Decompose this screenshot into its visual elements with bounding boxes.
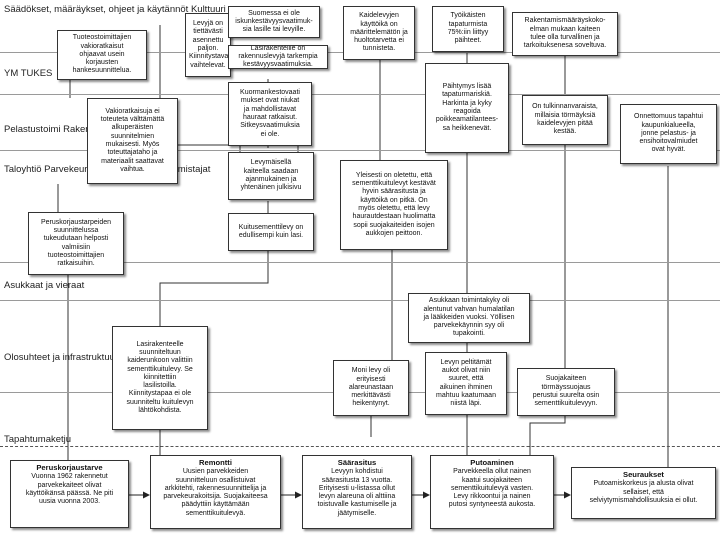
event-chain-divider (0, 446, 720, 447)
factor-box: Kuitusementtilevy on edullisempi kuin la… (228, 213, 314, 251)
connector (529, 416, 566, 455)
factor-box: Levyjä on tiettävästi asennettu paljon. … (185, 13, 231, 77)
factor-box: Rakentamismääräyskoko- elman mukaan kait… (512, 12, 618, 56)
factor-box: Päihtymys lisää tapaturmariskiä. Harkint… (425, 63, 509, 153)
lane-separator (0, 262, 720, 263)
lane-label-ym-tukes: YM TUKES (4, 68, 53, 79)
lane-separator (0, 150, 720, 151)
factor-box: Levyn peltitämät aukot olivat niin suure… (425, 352, 507, 415)
factor-box: Asukkaan toimintakyky oli alentunut vahv… (408, 293, 530, 343)
event-text: Levyyn kohdistui säärasitusta 13 vuotta.… (317, 468, 397, 517)
lane-label-conditions: Olosuhteet ja infrastruktuuri Tekniikka (4, 352, 162, 363)
factor-box: Kaidelevyjen käyttöikä on määrittelemätö… (343, 6, 415, 60)
factor-box: Levymäisellä kaiteella saadaan ajanmukai… (228, 152, 314, 200)
event-text: Uusien parvekkeiden suunnitteluun osalli… (163, 468, 268, 517)
lane-label-regulations: Säädökset, määräykset, ohjeet ja käytänn… (4, 4, 226, 15)
event-text: Vuonna 1962 rakennetut parvekekaiteet ol… (25, 473, 114, 506)
factor-box: Peruskorjaustarpeiden suunnittelussa tuk… (28, 212, 124, 275)
factor-box: Suojakaiteen törmäyssuojaus perustui suu… (517, 368, 615, 416)
connector (159, 251, 269, 326)
event-title: Peruskorjaustarve (36, 463, 103, 472)
factor-box: Suomessa ei ole iskunkestävyysvaatimuk- … (228, 6, 320, 38)
event-title: Seuraukset (623, 470, 664, 479)
event-title: Putoaminen (470, 458, 514, 467)
factor-box: Vakioratkaisuja ei toteuteta välttämättä… (87, 98, 178, 184)
factor-box: Kuormankestovaati mukset ovat niukat ja … (228, 82, 312, 146)
event-box-consequences: Seuraukset Putoamiskorkeus ja alusta oli… (571, 467, 716, 519)
factor-box: Tuoteostoimittajien vakioratkaisut ohjaa… (57, 30, 147, 80)
factor-box: On tulkinnanvaraista, millaisia törmäyks… (522, 95, 608, 145)
event-box-renovation-need: Peruskorjaustarve Vuonna 1962 rakennetut… (10, 460, 129, 528)
lane-separator (0, 300, 720, 301)
factor-box: Lasirakenteelle suunniteltuun kaiderunko… (112, 326, 208, 430)
event-text: Putoamiskorkeus ja alusta olivat sellais… (589, 480, 698, 504)
event-text: Parvekkeella ollut nainen kaatui suojaka… (448, 468, 536, 509)
lane-separator (0, 94, 720, 95)
factor-box: Lasirakenteille on rakennuslevyjä tarkem… (228, 45, 328, 69)
factor-box: Moni levy oli erityisesti alareunastaan … (333, 360, 409, 416)
event-title: Säärasitus (337, 458, 377, 467)
lane-label-event-chain: Tapahtumaketju (4, 434, 72, 445)
factor-box: Yleisesti on oletettu, että sementtikuit… (340, 160, 448, 250)
event-box-renovation: Remontti Uusien parvekkeiden suunnittelu… (150, 455, 281, 529)
lane-label-residents: Asukkaat ja vieraat (4, 280, 85, 291)
event-title: Remontti (199, 458, 232, 467)
factor-box: Onnettomuus tapahtui kaupunkialueella, j… (620, 104, 717, 164)
event-box-weathering: Säärasitus Levyyn kohdistui säärasitusta… (302, 455, 412, 529)
lane-label-rescue-building-control: Pelastustoimi Rakennusvalvonta (4, 124, 142, 135)
event-box-fall: Putoaminen Parvekkeella ollut nainen kaa… (430, 455, 554, 529)
factor-box: Työikäisten tapaturmista 75%:iin liittyy… (432, 6, 504, 52)
